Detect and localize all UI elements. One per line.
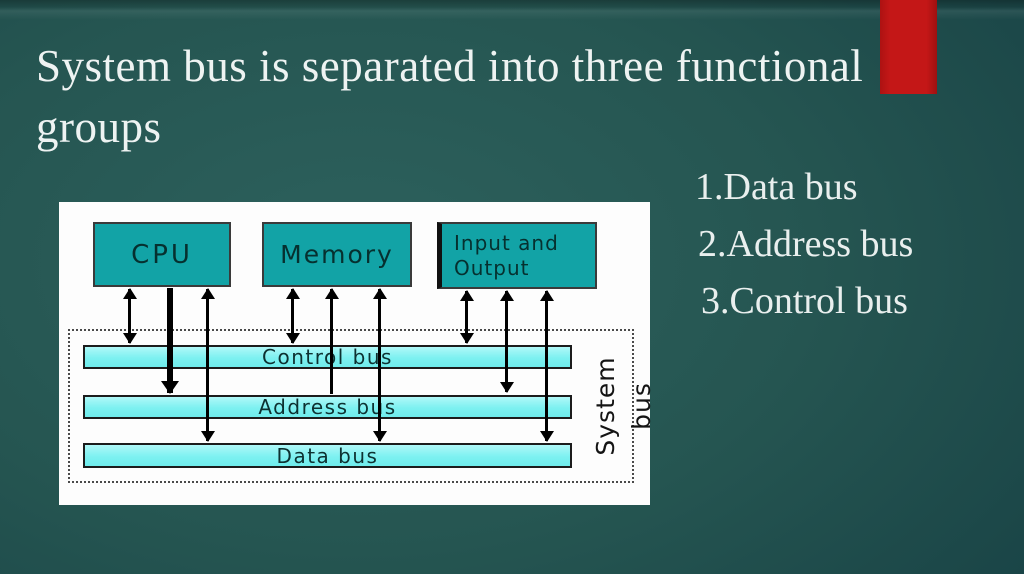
arrow-cpu-data-bidirectional: [201, 288, 215, 442]
list-item: 2.Address bus: [698, 225, 913, 263]
arrow-io-control-bidirectional: [460, 290, 474, 344]
accent-bar: [880, 0, 937, 94]
list-item-number: 3.: [701, 280, 730, 322]
system-bus-boundary: [68, 329, 634, 483]
arrow-io-address-bidirectional: [500, 290, 514, 393]
address-bus-bar: Address bus: [83, 395, 572, 419]
arrow-memory-address-up: [325, 288, 339, 395]
arrow-memory-control-bidirectional: [286, 288, 300, 344]
control-bus-bar: Control bus: [83, 345, 572, 369]
system-bus-side-label: System bus: [591, 356, 656, 456]
cpu-box: CPU: [93, 222, 231, 287]
list-item: 3.Control bus: [701, 282, 913, 320]
arrow-cpu-address-down: [161, 287, 179, 394]
data-bus-bar: Data bus: [83, 443, 572, 468]
arrow-cpu-control-bidirectional: [123, 288, 137, 344]
list-item-label: Control bus: [729, 280, 908, 322]
list-item-label: Data bus: [723, 166, 858, 208]
list-item-label: Address bus: [726, 223, 914, 265]
slide-title: System bus is separated into three funct…: [36, 41, 864, 152]
bus-type-list: 1.Data bus 2.Address bus 3.Control bus: [695, 168, 913, 339]
list-item-number: 1.: [695, 166, 724, 208]
list-item-number: 2.: [698, 223, 727, 265]
arrow-memory-data-bidirectional: [373, 288, 387, 442]
memory-box: Memory: [262, 222, 412, 287]
system-bus-diagram: CPU Memory Input and Output Control bus …: [59, 202, 656, 505]
arrow-io-data-bidirectional: [540, 290, 554, 442]
input-output-box: Input and Output: [437, 222, 597, 289]
list-item: 1.Data bus: [695, 168, 913, 206]
